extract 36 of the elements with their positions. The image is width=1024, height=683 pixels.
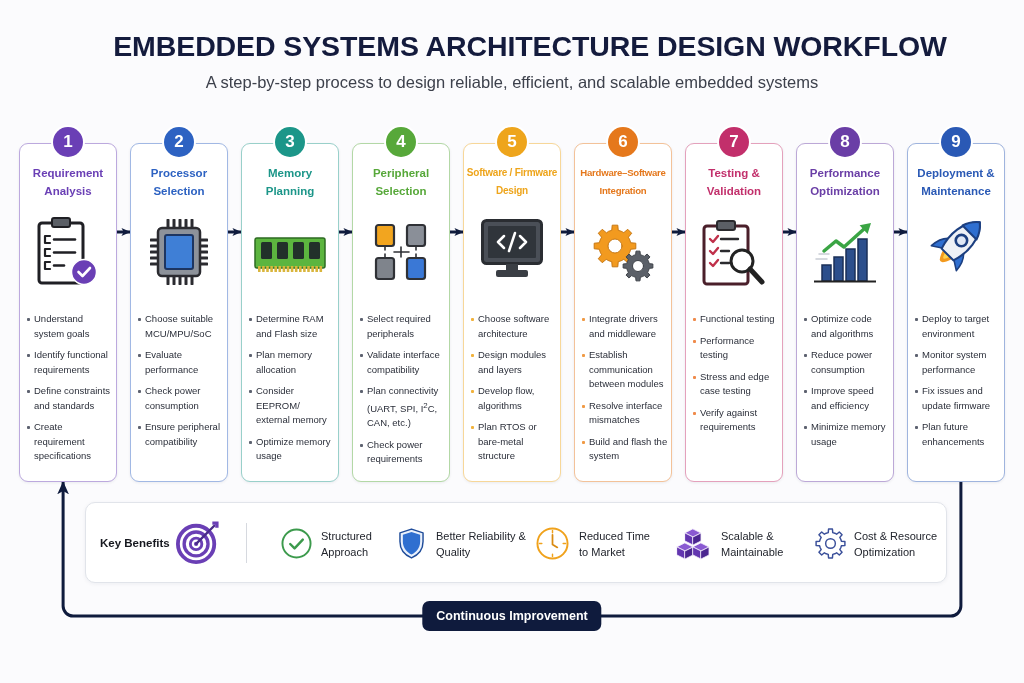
step-number: 4 [386,127,416,157]
step-number: 8 [830,127,860,157]
arrow [339,227,353,237]
benefits-panel [85,502,947,583]
step-title: Peripheral Selection [371,166,431,199]
benefit-label: Reduced Time to Market [579,529,651,560]
arrow [228,227,242,237]
arrow [561,227,575,237]
panel-heading: Key Benefits [100,536,170,551]
step-number: 3 [275,127,305,157]
arrow [783,227,797,237]
title: EMBEDDED SYSTEMS ARCHITECTURE DESIGN WORKFLOW [113,29,947,64]
benefit-label: Scalable & Maintainable [721,529,785,560]
step-title: Testing & Validation [705,166,763,199]
step-number: 9 [941,127,971,157]
step-number: 6 [608,127,638,157]
step-title: Deployment & Maintenance [916,166,996,199]
step-number: 1 [53,127,83,157]
step-number: 2 [164,127,194,157]
step-title: Hardware–Software Integration [579,166,667,198]
arrow [117,227,131,237]
benefit-label: Structured Approach [321,529,373,560]
step-title: Processor Selection [149,166,209,199]
step-title: Software / Firmware Design [466,166,558,198]
step-title: Requirement Analysis [31,166,105,199]
step-title: Performance Optimization [808,166,882,199]
step-title: Memory Planning [264,166,316,199]
benefit-label: Cost & Resource Optimization [854,529,939,560]
step-number: 5 [497,127,527,157]
arrow [450,227,464,237]
arrow [894,227,908,237]
benefit-label: Better Reliability & Quality [436,529,527,560]
subtitle: A step-by-step process to design reliable, efficient, and scalable embedded systems [205,72,819,93]
edge-label: Continuous Improvement [422,601,602,631]
step-number: 7 [719,127,749,157]
arrow [672,227,686,237]
